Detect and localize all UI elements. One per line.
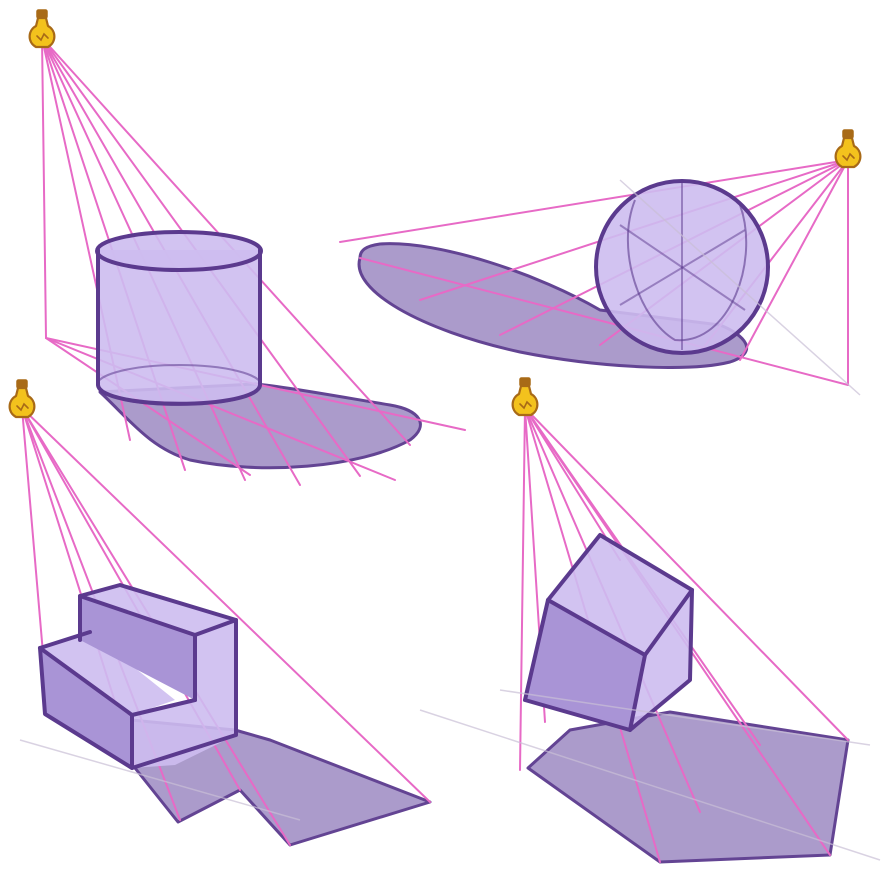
light-bulb-icon — [836, 130, 861, 167]
panel-steps — [20, 408, 430, 845]
light-bulb-icon — [30, 10, 55, 47]
light-bulb-icon — [513, 378, 538, 415]
panel-cube — [420, 408, 880, 862]
cylinder-body — [98, 250, 260, 402]
light-bulb-icon — [10, 380, 35, 417]
panel-sphere — [340, 160, 860, 395]
